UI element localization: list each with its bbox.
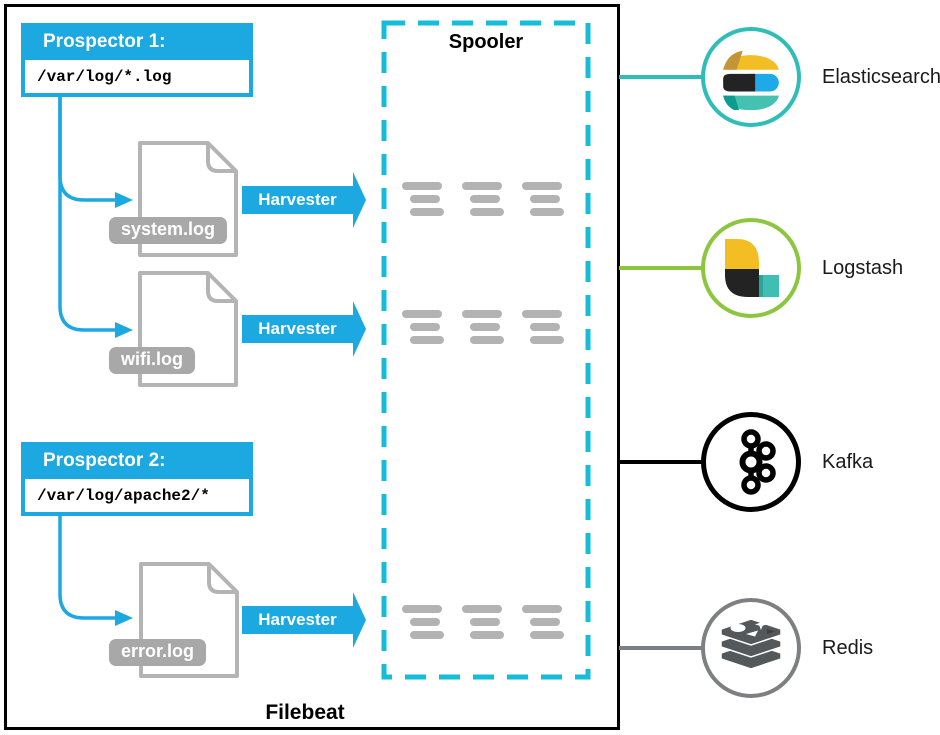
harvester-arrow: Harvester [242,172,366,228]
event-line-bar [470,618,500,626]
event-line-bar [402,182,442,190]
kafka-connector-line [619,460,702,464]
logstash-connector-line [619,266,702,270]
event-line-bar [470,195,500,203]
event-line-bar [470,336,504,344]
logstash-label: Logstash [822,257,904,279]
event-line-bar [410,618,440,626]
event-batch [522,310,564,349]
prospector-2-box: Prospector 2: /var/log/apache2/* [21,442,253,516]
event-line-bar [410,208,444,216]
event-line-bar [410,195,440,203]
elasticsearch-connector-line [619,75,702,79]
prospector-2-path: /var/log/apache2/* [25,479,249,512]
event-line-bar [470,208,504,216]
event-line-bar [462,605,502,613]
redis-label: Redis [822,637,874,659]
redis-icon [701,598,801,698]
prospector-1-box: Prospector 1: /var/log/*.log [21,23,253,97]
filebeat-label: Filebeat [265,701,345,724]
arrowhead-icon [353,592,366,648]
event-line-bar [530,208,564,216]
logstash-icon [701,218,801,318]
prospector-1-path: /var/log/*.log [25,60,249,93]
event-line-bar [530,618,560,626]
event-line-bar [470,323,500,331]
event-line-bar [410,323,440,331]
event-line-bar [530,336,564,344]
event-line-bar [530,195,560,203]
event-line-bar [462,182,502,190]
event-line-bar [410,336,444,344]
event-batch [522,605,564,644]
kafka-icon [701,412,801,512]
spooler-label: Spooler [448,31,524,53]
file-label-system-log: system.log [109,217,228,244]
event-line-bar [522,310,562,318]
arrowhead-icon [353,172,366,228]
event-line-bar [522,182,562,190]
elasticsearch-icon [701,27,801,127]
event-batch [462,605,504,644]
file-label-wifi-log: wifi.log [109,347,195,374]
elasticsearch-label: Elasticsearch [822,66,940,88]
event-line-bar [410,631,444,639]
harvester-label: Harvester [242,186,353,214]
harvester-arrow: Harvester [242,301,366,357]
harvester-arrow: Harvester [242,592,366,648]
event-line-bar [402,605,442,613]
event-batch [462,310,504,349]
event-line-bar [462,310,502,318]
event-line-bar [522,605,562,613]
event-batch [402,182,444,221]
arrowhead-icon [353,301,366,357]
event-batch [462,182,504,221]
event-line-bar [470,631,504,639]
event-line-bar [402,310,442,318]
event-line-bar [530,631,564,639]
file-label-error-log: error.log [109,639,207,666]
kafka-label: Kafka [822,451,874,473]
harvester-label: Harvester [242,315,353,343]
event-line-bar [530,323,560,331]
harvester-label: Harvester [242,606,353,634]
event-batch [402,605,444,644]
event-batch [522,182,564,221]
prospector-2-title: Prospector 2: [43,450,166,471]
prospector-1-title: Prospector 1: [43,31,166,52]
event-batch [402,310,444,349]
redis-connector-line [619,646,702,650]
